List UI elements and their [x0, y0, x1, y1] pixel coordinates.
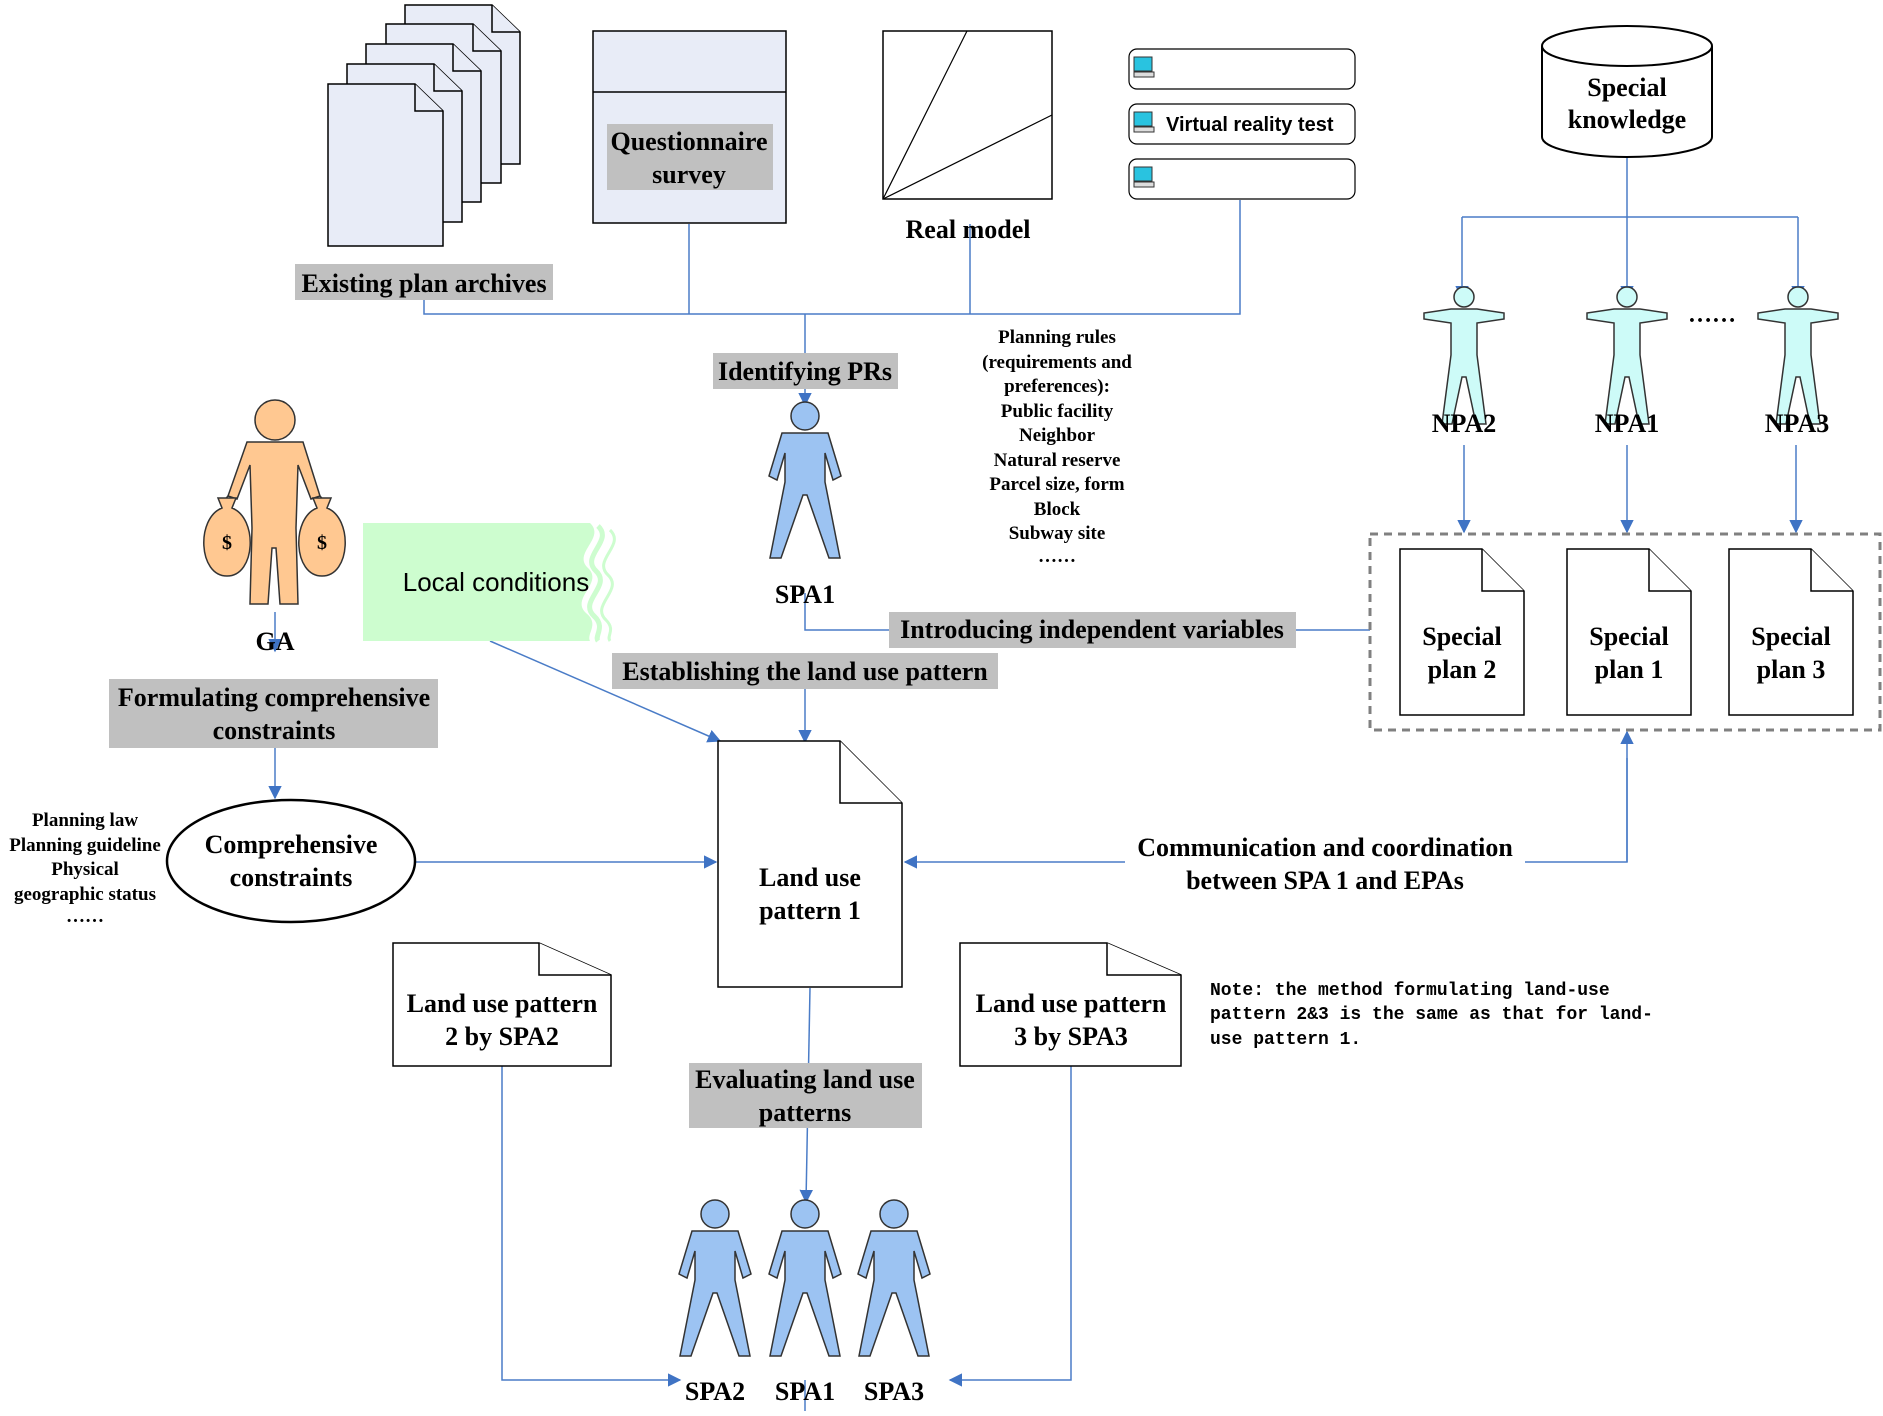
spa3-bottom-label: SPA3 [864, 1377, 924, 1406]
note-line: pattern 2&3 is the same as that for land… [1210, 1005, 1653, 1025]
comprehensive-constraints-ellipse [165, 798, 417, 924]
npa3-person-icon [1757, 286, 1839, 425]
planning-rule-line: Public facility [1001, 401, 1114, 422]
money-bag-icon: $ [298, 497, 346, 577]
planning-rule-line: Subway site [1009, 523, 1106, 544]
ga-person-icon [221, 399, 327, 605]
spa2-person-icon [678, 1199, 752, 1357]
money-symbol: $ [222, 532, 232, 554]
special-plan-2-line1: Special [1422, 622, 1501, 651]
pattern1-line2: pattern 1 [759, 896, 861, 925]
spa1-person-icon [768, 401, 842, 559]
land-use-pattern-1-doc: Land use pattern 1 [717, 740, 903, 988]
archives-icon [327, 4, 521, 247]
npa1-person-icon [1586, 286, 1668, 425]
real-model-icon [882, 30, 1053, 200]
evaluating-label-1: Evaluating land use [695, 1065, 915, 1094]
spa3-person-icon [857, 1199, 931, 1357]
formulating-label-2: constraints [213, 716, 336, 745]
formulating-bg [109, 679, 438, 748]
special-plan-1-line2: plan 1 [1595, 655, 1664, 684]
constraint-line: Planning guideline [9, 835, 161, 856]
pattern3-line2: 3 by SPA3 [1014, 1022, 1128, 1051]
pattern1-line1: Land use [759, 863, 861, 892]
special-plan-3-line2: plan 3 [1757, 655, 1826, 684]
comprehensive-line2: constraints [230, 863, 353, 892]
questionnaire-label-1: Questionnaire [611, 127, 768, 156]
archives-label-bg [295, 264, 553, 300]
communication-label-1: Communication and coordination [1137, 833, 1513, 862]
introducing-bg [889, 612, 1296, 648]
planning-rule-line: Parcel size, form [989, 474, 1124, 495]
real-model-label: Real model [906, 215, 1031, 244]
planning-rules-list: Planning rules (requirements and prefere… [982, 327, 1132, 567]
constraint-line: …… [66, 906, 104, 927]
npa3-label: NPA3 [1765, 409, 1830, 438]
spa2-bottom-label: SPA2 [685, 1377, 745, 1406]
knowledge-label-2: knowledge [1568, 105, 1686, 134]
introducing-label: Introducing independent variables [900, 615, 1284, 644]
spa1-top-label: SPA1 [775, 580, 835, 609]
questionnaire-label-2: survey [652, 160, 726, 189]
special-plan-2-doc: Special plan 2 [1399, 548, 1525, 716]
note-line: use pattern 1. [1210, 1030, 1361, 1050]
questionnaire-box: Questionnaire survey [592, 30, 787, 224]
npa1-label: NPA1 [1595, 409, 1660, 438]
constraint-line: geographic status [14, 884, 156, 905]
land-use-pattern-2-doc: Land use pattern 2 by SPA2 [392, 942, 612, 1067]
planning-rule-line: Planning rules [998, 327, 1116, 348]
spa1-person-icon [768, 1199, 842, 1357]
pattern2-line1: Land use pattern [407, 989, 598, 1018]
communication-label-2: between SPA 1 and EPAs [1186, 866, 1464, 895]
special-plan-2-line2: plan 2 [1428, 655, 1497, 684]
planning-rule-line: (requirements and [982, 352, 1132, 373]
planning-rule-line: Natural reserve [994, 450, 1121, 471]
special-plan-3-doc: Special plan 3 [1728, 548, 1854, 716]
pattern2-line2: 2 by SPA2 [445, 1022, 559, 1051]
local-conditions-label: Local conditions [403, 567, 589, 597]
planning-rule-line: Block [1034, 499, 1081, 520]
monitor-icon [1133, 111, 1155, 133]
formulating-label-1: Formulating comprehensive [118, 683, 430, 712]
vr-panel: Virtual reality test [1128, 48, 1356, 200]
money-bag-icon: $ [203, 497, 251, 577]
land-use-pattern-3-doc: Land use pattern 3 by SPA3 [959, 942, 1182, 1067]
special-plan-1-line1: Special [1589, 622, 1668, 651]
monitor-icon [1133, 166, 1155, 188]
vr-test-label: Virtual reality test [1166, 114, 1334, 136]
spa1-bottom-label: SPA1 [775, 1377, 835, 1406]
evaluating-bg [689, 1063, 922, 1128]
npa-ellipsis: …… [1688, 302, 1736, 328]
npa2-person-icon [1423, 286, 1505, 425]
planning-rule-line: preferences): [1004, 376, 1110, 397]
local-conditions-shape: Local conditions [363, 523, 616, 643]
note-line: Note: the method formulating land-use [1210, 981, 1610, 1001]
monitor-icon [1133, 56, 1155, 78]
special-plan-3-line1: Special [1751, 622, 1830, 651]
constraint-line: Physical [51, 859, 119, 880]
identifying-label: Identifying PRs [718, 357, 892, 386]
establishing-bg [612, 653, 998, 689]
npa2-label: NPA2 [1432, 409, 1497, 438]
archives-label: Existing plan archives [301, 269, 546, 298]
evaluating-label-2: patterns [759, 1098, 851, 1127]
planning-rule-line: …… [1038, 546, 1076, 567]
special-plans-group [1368, 532, 1882, 732]
special-plan-1-doc: Special plan 1 [1566, 548, 1692, 716]
knowledge-label-1: Special [1587, 73, 1666, 102]
constraint-line: Planning law [32, 810, 138, 831]
identifying-bg [713, 353, 898, 389]
comprehensive-line1: Comprehensive [205, 830, 378, 859]
communication-bg [1125, 827, 1525, 897]
planning-rule-line: Neighbor [1019, 425, 1096, 446]
money-symbol: $ [317, 532, 327, 554]
note-text: Note: the method formulating land-use pa… [1210, 981, 1653, 1050]
ga-label: GA [256, 627, 295, 656]
pattern3-line1: Land use pattern [976, 989, 1167, 1018]
establishing-label: Establishing the land use pattern [622, 657, 988, 686]
knowledge-database-icon: Special knowledge [1541, 25, 1713, 158]
constraints-list: Planning law Planning guideline Physical… [9, 810, 161, 927]
